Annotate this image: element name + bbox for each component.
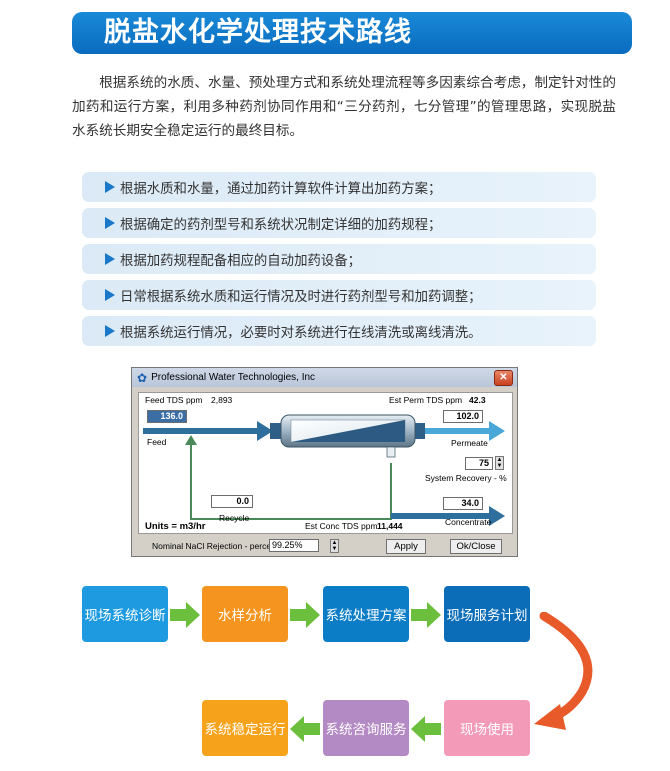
title-banner: 脱盐水化学处理技术路线 (72, 12, 632, 54)
bullet-item: 根据确定的药剂型号和系统状况制定详细的加药规程； (82, 208, 596, 238)
flow-step-service-plan: 现场服务计划 (444, 586, 530, 642)
flow-step-stable-operation: 系统稳定运行 (202, 700, 288, 756)
bullet-list: 根据水质和水量，通过加药计算软件计算出加药方案； 根据确定的药剂型号和系统状况制… (82, 172, 596, 352)
flow-step-treatment-plan: 系统处理方案 (323, 586, 409, 642)
intro-paragraph: 根据系统的水质、水量、预处理方式和系统处理流程等多因素综合考虑，制定针对性的加药… (72, 75, 616, 139)
window-title: Professional Water Technologies, Inc (151, 372, 316, 383)
recycle-flow-input[interactable]: 0.0 (211, 495, 253, 508)
apply-button[interactable]: Apply (386, 539, 426, 554)
app-logo-icon: ✿ (137, 370, 148, 385)
software-window: ✿ Professional Water Technologies, Inc ✕ (131, 367, 518, 557)
units-label: Units = m3/hr (145, 521, 206, 532)
permeate-label: Permeate (451, 438, 488, 448)
feed-arrow (143, 421, 273, 441)
flow-step-site-diagnosis: 现场系统诊断 (82, 586, 168, 642)
rejection-input[interactable]: 99.25% (269, 539, 319, 552)
feed-flow-input[interactable]: 136.0 (147, 410, 187, 423)
arrow-left-icon (290, 716, 320, 742)
arrow-right-icon (411, 602, 441, 628)
curved-arrow-icon (534, 612, 593, 730)
recycle-label: Recycle (219, 513, 250, 523)
bullet-text: 根据加药规程配备相应的自动加药设备； (120, 254, 362, 269)
concentrate-flow-input[interactable]: 34.0 (443, 497, 483, 510)
feed-tds-label: Feed TDS ppm (145, 395, 203, 405)
close-button[interactable]: ✕ (494, 370, 513, 386)
bullet-text: 根据水质和水量，通过加药计算软件计算出加药方案； (120, 182, 442, 197)
bullet-text: 根据确定的药剂型号和系统状况制定详细的加药规程； (120, 218, 442, 233)
recovery-spinner[interactable]: ▲▼ (495, 456, 504, 470)
arrow-right-icon (105, 181, 115, 193)
arrow-right-icon (105, 253, 115, 265)
permeate-arrow (421, 421, 505, 441)
feed-tds-value: 2,893 (211, 395, 233, 405)
perm-tds-value: 42.3 (469, 395, 486, 405)
arrow-right-icon (105, 325, 115, 337)
feed-label: Feed (147, 437, 167, 447)
perm-tds-label: Est Perm TDS ppm (389, 395, 463, 405)
arrow-right-icon (170, 602, 200, 628)
arrow-left-icon (411, 716, 441, 742)
rejection-spinner[interactable]: ▲▼ (330, 539, 339, 553)
concentrate-arrow (391, 506, 505, 526)
pressure-vessel (270, 414, 425, 458)
bullet-item: 根据加药规程配备相应的自动加药设备； (82, 244, 596, 274)
window-title-bar: ✿ Professional Water Technologies, Inc (132, 368, 517, 387)
conc-tds-label: Est Conc TDS ppm (305, 521, 378, 531)
flow-step-consulting: 系统咨询服务 (323, 700, 409, 756)
recovery-input[interactable]: 75 (465, 457, 493, 470)
concentrate-label: Concentrate (445, 517, 492, 527)
arrow-right-icon (105, 289, 115, 301)
page-title: 脱盐水化学处理技术路线 (104, 17, 412, 48)
bullet-text: 根据系统运行情况，必要时对系统进行在线清洗或离线清洗。 (120, 326, 482, 341)
conc-tds-value: 11,444 (377, 521, 403, 531)
recovery-label: System Recovery - % (425, 473, 507, 483)
ok-close-button[interactable]: Ok/Close (450, 539, 502, 554)
recycle-line (185, 435, 392, 520)
bullet-text: 日常根据系统水质和运行情况及时进行药剂型号和加药调整； (120, 290, 482, 305)
permeate-flow-input[interactable]: 102.0 (443, 410, 483, 423)
window-footer: Nominal NaCl Rejection - percent 99.25% … (138, 538, 511, 554)
arrow-right-icon (105, 217, 115, 229)
bullet-item: 日常根据系统水质和运行情况及时进行药剂型号和加药调整； (82, 280, 596, 310)
bullet-item: 根据水质和水量，通过加药计算软件计算出加药方案； (82, 172, 596, 202)
arrow-right-icon (290, 602, 320, 628)
bullet-item: 根据系统运行情况，必要时对系统进行在线清洗或离线清洗。 (82, 316, 596, 346)
ro-flow-diagram (143, 414, 505, 526)
rejection-label: Nominal NaCl Rejection - percent (152, 541, 279, 551)
ro-system-panel: Feed TDS ppm 2,893 Est Perm TDS ppm 42.3… (138, 392, 513, 534)
flow-step-water-analysis: 水样分析 (202, 586, 288, 642)
flow-step-site-usage: 现场使用 (444, 700, 530, 756)
